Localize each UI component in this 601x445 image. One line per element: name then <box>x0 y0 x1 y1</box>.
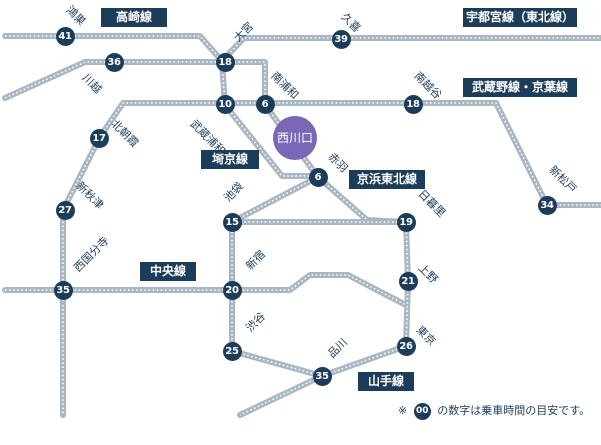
rail-saikyo-line <box>219 59 321 179</box>
station-node-shinjuku: 20 <box>222 280 242 300</box>
line-label-utsunomiya: 宇都宮線（東北線） <box>463 8 577 27</box>
footnote: ※ 00 の数字は乗車時間の目安です。 <box>398 402 590 420</box>
footnote-sample-node: 00 <box>413 402 431 420</box>
line-label-keihin-tohoku: 京浜東北線 <box>349 170 425 189</box>
station-node-akabane: 6 <box>308 167 328 187</box>
station-node-kawagoe: 36 <box>104 52 124 72</box>
rail-kawagoe-line <box>2 59 225 101</box>
station-node-nippori: 19 <box>396 212 416 232</box>
line-label-saikyo: 埼京線 <box>201 150 259 169</box>
station-node-shibuya: 25 <box>222 341 242 361</box>
station-node-shinagawa: 35 <box>312 366 332 386</box>
station-node-nishi-kokubunji: 35 <box>53 280 73 300</box>
station-node-kuki: 39 <box>331 29 351 49</box>
footnote-mark: ※ <box>398 404 408 417</box>
line-label-yamanote: 山手線 <box>358 372 414 391</box>
rail-chuo-line <box>2 272 409 308</box>
line-label-takasaki: 高崎線 <box>101 8 167 27</box>
line-label-musashino-keiyo: 武蔵野線・京葉線 <box>463 78 577 97</box>
rail-utsunomiya-line <box>219 35 601 64</box>
station-node-kita-asaka: 17 <box>89 128 109 148</box>
rail-south-branch <box>237 373 325 418</box>
station-node-omiya: 18 <box>215 52 235 72</box>
station-node-konosu: 41 <box>55 26 75 46</box>
station-node-tokyo: 26 <box>396 336 416 356</box>
station-node-shin-akitsu: 27 <box>55 200 75 220</box>
footnote-text: の数字は乗車時間の目安です。 <box>437 404 591 417</box>
station-node-minami-urawa: 6 <box>255 94 275 114</box>
station-node-ueno: 21 <box>398 271 418 291</box>
destination-nishi-kawaguchi: 西川口 <box>273 116 317 160</box>
station-node-musashi-urawa: 10 <box>215 94 235 114</box>
line-label-chuo: 中央線 <box>140 262 196 281</box>
station-node-minami-koshigaya: 18 <box>403 94 423 114</box>
station-node-ikebukuro: 15 <box>222 212 242 232</box>
station-node-shin-matsudo: 34 <box>537 195 557 215</box>
